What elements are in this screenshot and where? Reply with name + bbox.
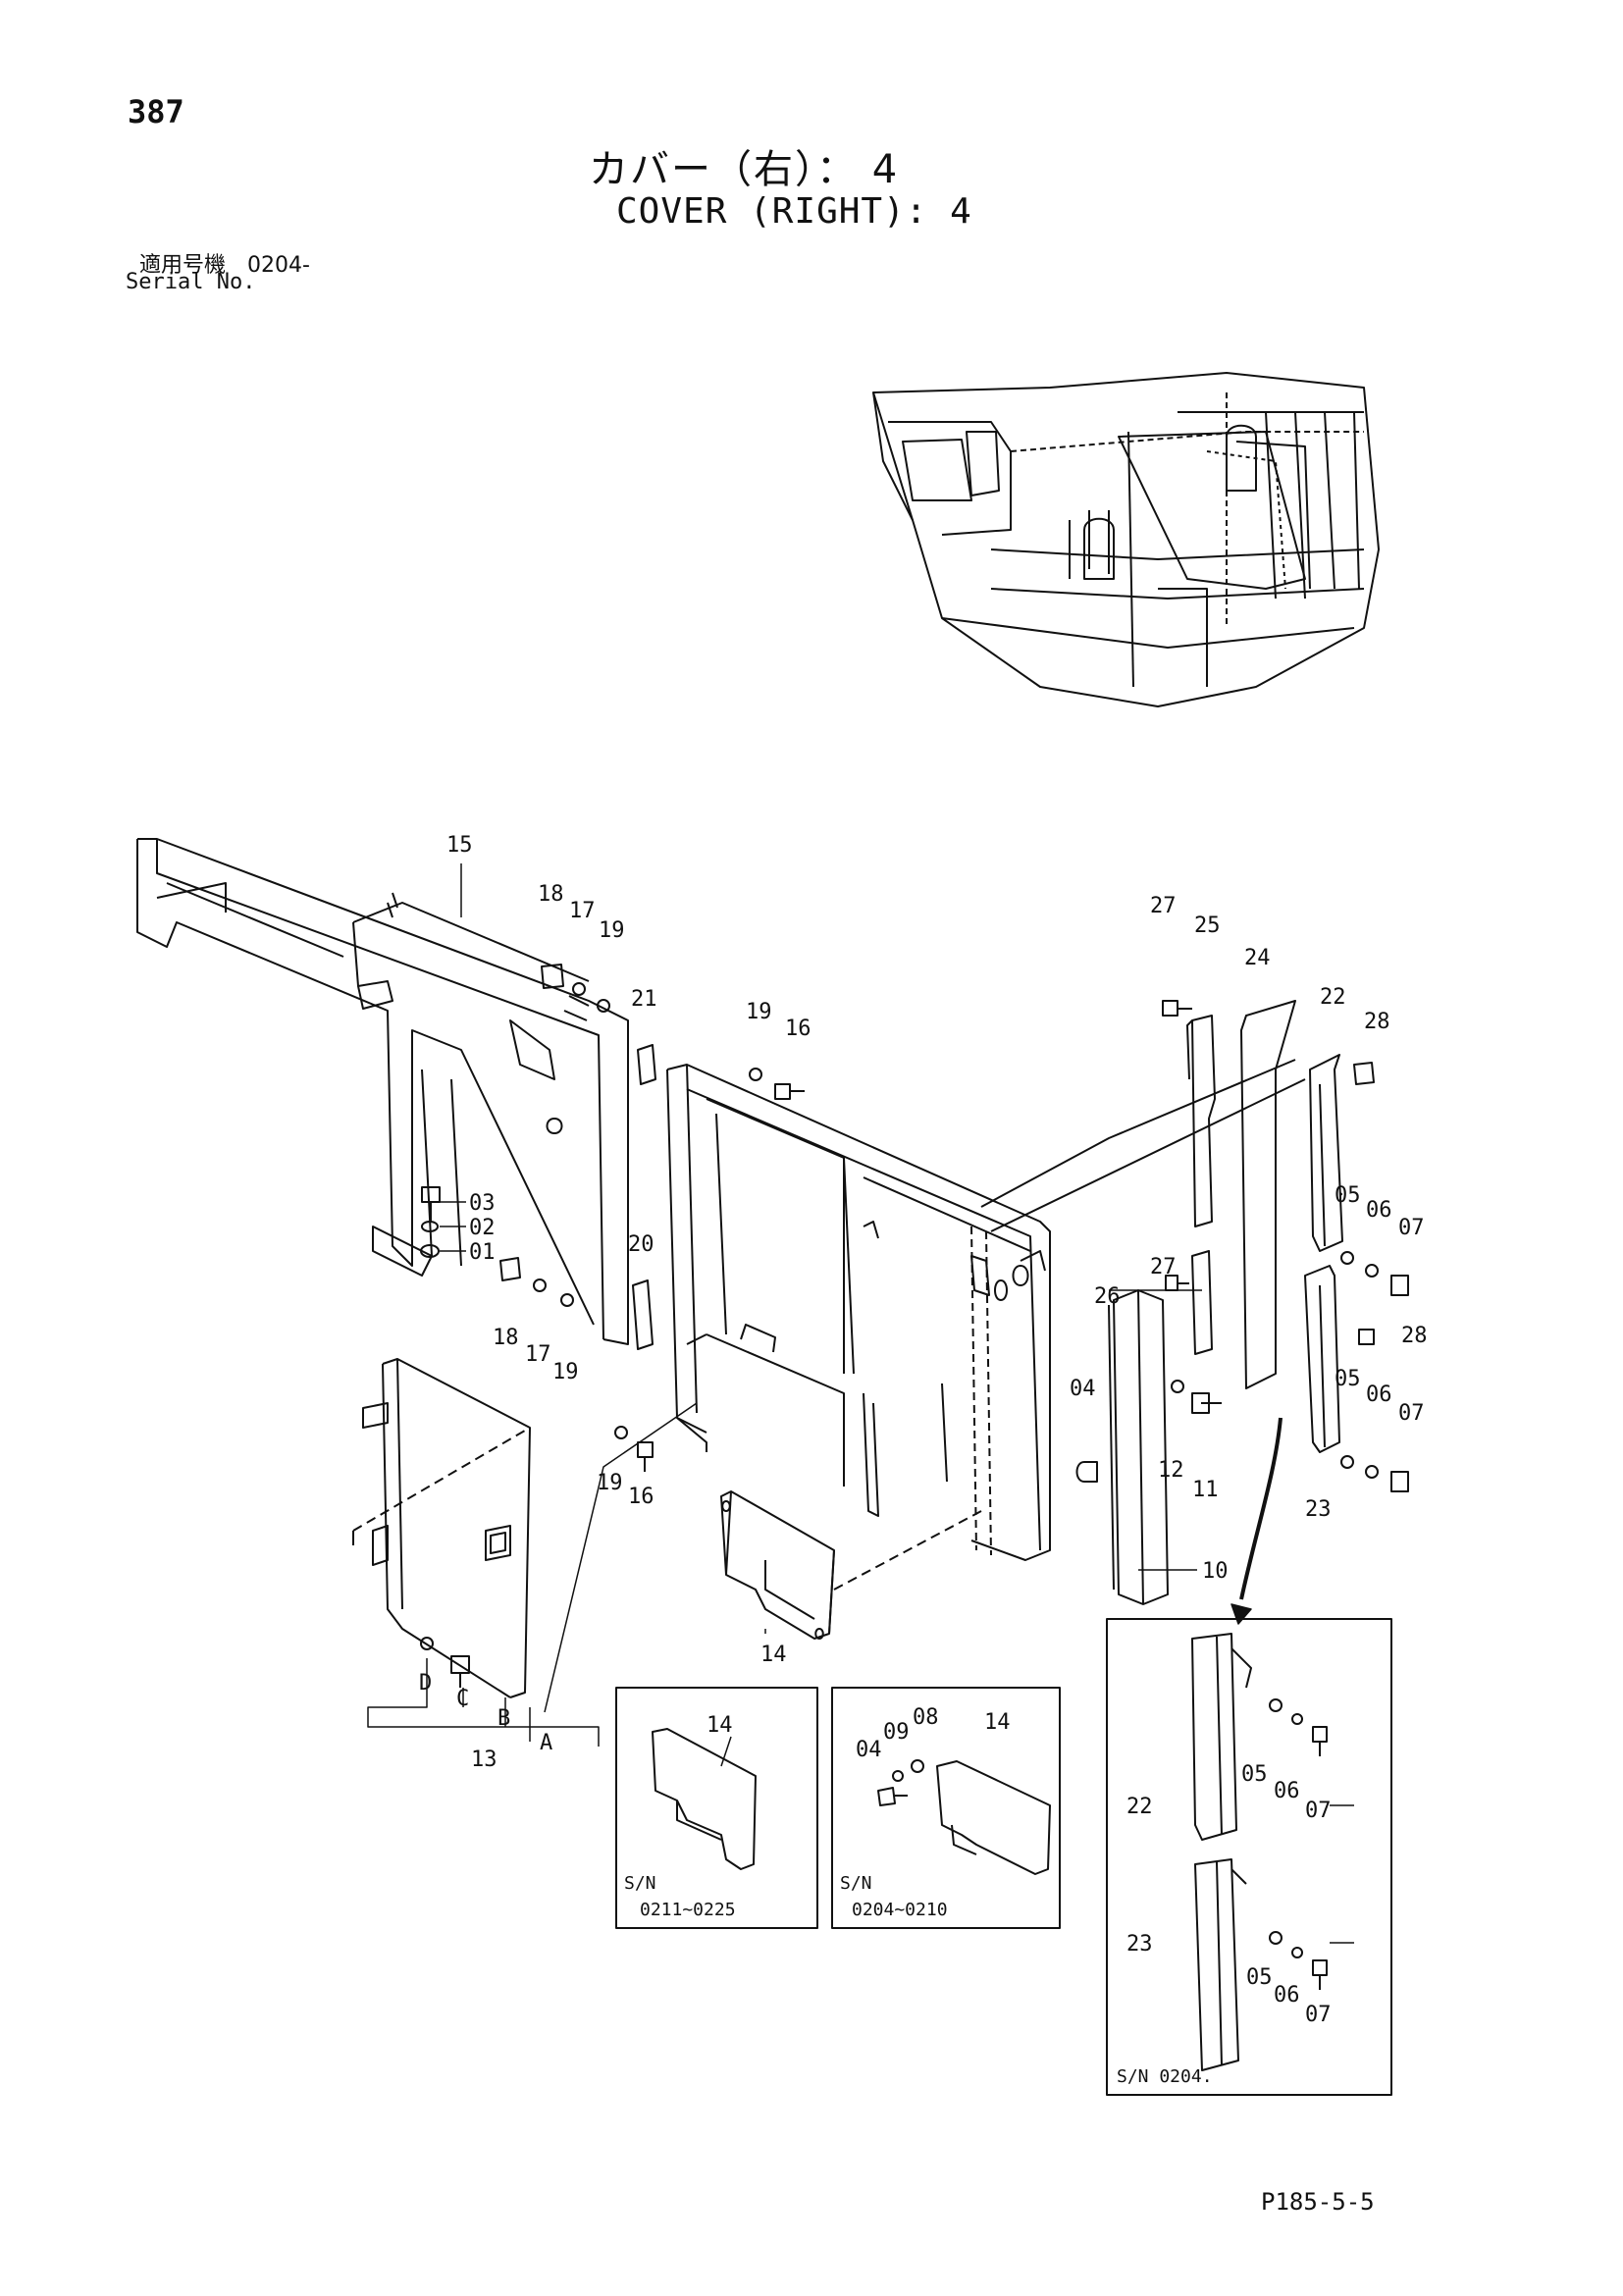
bottom-plate-part-14 [720,1490,982,1640]
callout-02: 02 [469,1216,496,1240]
callout-07: 07 [1398,1401,1425,1426]
page-title-english: COVER (RIGHT): 4 [616,191,972,232]
figure-code: P185-5-5 [1261,2188,1375,2216]
callout-14: 14 [760,1643,787,1667]
inset-sn-0211-0225: 14 S/N 0211~0225 [615,1687,818,1929]
center-cover-panel [666,1059,1306,1561]
inset1-sn-label: S/N [624,1873,656,1894]
callout-27: 27 [1150,894,1177,918]
callout-07: 07 [1398,1216,1425,1240]
callout-C: C [456,1687,469,1711]
callout-11: 11 [1192,1478,1219,1502]
callout-15: 15 [446,833,473,858]
callout-05: 05 [1335,1367,1361,1391]
callout-17: 17 [569,899,596,923]
callout-18: 18 [538,882,564,907]
callout-A: A [540,1731,552,1755]
callout-17: 17 [525,1342,551,1367]
brackets-22-23 [1304,1054,1343,1453]
channel-part-10 [1108,1289,1169,1605]
callout-16: 16 [785,1017,812,1041]
callout-03: 03 [469,1191,496,1216]
strips-25-26 [1186,1015,1216,1355]
inset1-sn-range: 0211~0225 [640,1900,736,1920]
inset3-callout-05: 05 [1241,1762,1268,1787]
callout-04: 04 [1070,1377,1096,1401]
clips-20-21 [632,1044,656,1350]
callout-06: 06 [1366,1198,1392,1223]
seal-part-24 [1240,1000,1296,1389]
callout-28: 28 [1401,1324,1428,1348]
page-title-japanese: カバー（右）： 4 [589,147,900,192]
inset3-callout-23: 23 [1126,1932,1153,1957]
callout-22: 22 [1320,985,1346,1010]
serial-label-english: Serial No. [126,270,256,294]
callout-10: 10 [1202,1559,1229,1584]
callout-27: 27 [1150,1255,1177,1279]
callout-24: 24 [1244,946,1271,970]
callout-20: 20 [628,1232,654,1257]
callout-19: 19 [552,1360,579,1384]
inset1-callout-14: 14 [707,1713,733,1738]
inset3-callout-07: 07 [1305,1799,1332,1823]
access-door-part-13 [352,1358,531,1698]
callout-23: 23 [1305,1497,1332,1522]
page-number: 387 [128,93,184,130]
callout-19: 19 [746,1000,772,1024]
inset3-callout-07: 07 [1305,2003,1332,2027]
inset3-callout-06: 06 [1274,1983,1300,2008]
callout-28: 28 [1364,1010,1390,1034]
callout-D: D [419,1671,432,1696]
inset2-callout-09: 09 [883,1720,910,1745]
callout-01: 01 [469,1240,496,1265]
inset3-callout-05: 05 [1246,1965,1273,1990]
inset2-callout-14: 14 [984,1710,1011,1735]
inset2-sn-range: 0204~0210 [852,1900,948,1920]
inset3-callout-06: 06 [1274,1779,1300,1803]
callout-13: 13 [471,1748,497,1772]
callout-19: 19 [597,1471,623,1495]
callout-05: 05 [1335,1183,1361,1208]
callout-12: 12 [1158,1458,1184,1483]
inset2-callout-04: 04 [856,1738,882,1762]
inset2-sn-label: S/N [840,1873,872,1894]
serial-label-japanese: 適用号機 0204- [139,253,310,278]
inset-sn-0204-0210: 04 09 08 14 S/N 0204~0210 [831,1687,1061,1929]
callout-26: 26 [1094,1284,1121,1309]
inset2-callout-08: 08 [913,1705,939,1730]
callout-06: 06 [1366,1383,1392,1407]
inset3-sn-label: S/N 0204. [1117,2066,1213,2087]
inset-sn-0204: 22 05 06 07 23 05 06 07 S/N 0204. [1106,1618,1392,2096]
callout-16: 16 [628,1485,654,1509]
callout-25: 25 [1194,913,1221,938]
callout-19: 19 [599,918,625,943]
machine-overview-illustration [872,372,1380,707]
callout-21: 21 [631,987,657,1012]
fastener-hardware [420,964,1409,1688]
callout-B: B [497,1706,510,1731]
callout-leader-lines [367,863,1354,1944]
frame-part-15 [136,838,629,1345]
callout-labels: 15 18 17 19 21 19 16 03 02 01 20 18 17 1… [419,833,1428,1772]
callout-18: 18 [493,1326,519,1350]
inset3-callout-22: 22 [1126,1795,1153,1819]
